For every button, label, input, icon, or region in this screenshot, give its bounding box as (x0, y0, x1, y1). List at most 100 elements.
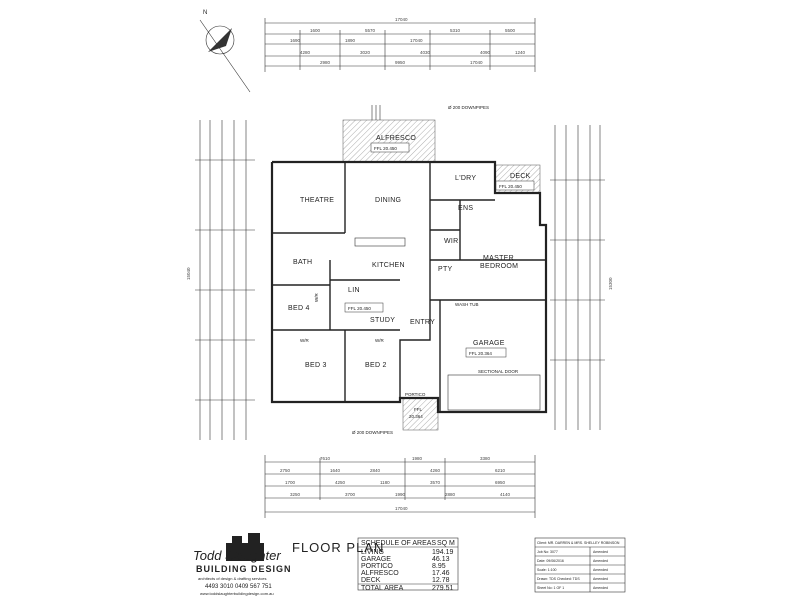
dim-label: 1990 (395, 492, 406, 497)
logo-name-bottom: BUILDING DESIGN (196, 564, 292, 574)
logo-tagline: architects of design & drafting services (198, 576, 266, 581)
dim-bottom-overall: 17040 (395, 506, 408, 511)
dim-label: 2750 (280, 468, 291, 473)
floor-plan-title: FLOOR PLAN (292, 540, 384, 555)
logo-web: www.toddslaughterbuildingdesign.com.au (200, 591, 274, 596)
portico-area (402, 397, 439, 431)
note-downpipe-top: Ø 200 DOWNPIPES (448, 105, 489, 110)
room-labels: ALFRESCO FFL 20.450 THEATRE DINING L'DRY… (288, 135, 535, 419)
logo-name-top: Todd Slaughter (193, 548, 281, 563)
interior-walls (272, 162, 546, 412)
title-block-text: Client: MR. DARREN & MRS. SHELLEY ROBINS… (537, 541, 620, 545)
schedule-value: 46.13 (432, 556, 450, 563)
dim-label: 6950 (495, 480, 506, 485)
dim-label: 3020 (360, 50, 371, 55)
room-lin: LIN (348, 287, 360, 294)
schedule-of-areas: SCHEDULE OF AREAS SQ M LIVING 194.19 GAR… (357, 537, 459, 592)
dim-label: 1240 (515, 50, 526, 55)
dim-label: 4260 (430, 468, 441, 473)
kitchen-bench (354, 237, 406, 247)
title-block-text: Amended (593, 559, 608, 563)
dim-label: 4030 (420, 50, 431, 55)
dim-label: 1600 (310, 28, 321, 33)
room-wr-bed3: W/R (300, 338, 309, 343)
room-portico: PORTICO (405, 392, 426, 397)
schedule-title: SCHEDULE OF AREAS (361, 540, 436, 547)
dim-label: 2880 (445, 492, 456, 497)
dim-label: 17040 (470, 60, 483, 65)
ffl-alfresco: FFL 20.450 (374, 146, 397, 151)
title-block-text: Drawn: TDS Checked: TDS (537, 577, 580, 581)
schedule-label: ALFRESCO (361, 570, 399, 577)
room-theatre: THEATRE (300, 197, 334, 204)
dim-label: 4280 (300, 50, 311, 55)
schedule-total-value: 279.51 (432, 585, 454, 592)
ffl-deck: FFL 20.450 (499, 184, 522, 189)
dim-label: 5500 (505, 28, 516, 33)
room-bed2: BED 2 (365, 362, 387, 369)
room-bed4: BED 4 (288, 305, 310, 312)
schedule-value: 8.95 (432, 563, 446, 570)
dim-label: 3380 (480, 456, 491, 461)
notes: Ø 200 DOWNPIPES Ø 200 DOWNPIPES (352, 105, 489, 435)
title-block-text: Scale: 1:100 (537, 568, 557, 572)
ffl-garage: FFL 20.364 (469, 351, 492, 356)
schedule-unit: SQ M (437, 540, 455, 547)
bottom-dimensions: 7610 1980 3380 2750 1640 2840 4260 6210 … (264, 455, 536, 518)
dim-label: 7610 (320, 456, 331, 461)
room-entry: ENTRY (410, 319, 435, 326)
dim-label: 4250 (335, 480, 346, 485)
sectional-door-outline (447, 374, 541, 411)
dim-label: 3250 (290, 492, 301, 497)
room-master: MASTER (483, 255, 514, 262)
title-block-text: Date: 09/06/2016 (537, 559, 564, 563)
dim-label: 3570 (430, 480, 441, 485)
room-deck: DECK (510, 173, 531, 180)
dim-label: 3700 (345, 492, 356, 497)
room-pty: PTY (438, 266, 453, 273)
schedule-label: DECK (361, 577, 381, 584)
dim-label: 5310 (450, 28, 461, 33)
title-block-text: Sheet No: 1 OF 1 (537, 586, 564, 590)
top-dimensions: 17040 1600 5570 5310 5500 1690 1890 1704… (264, 17, 536, 72)
schedule-total-label: TOTAL AREA (361, 585, 404, 592)
dim-label: 1180 (380, 480, 390, 485)
dim-right-overall: 15300 (608, 277, 613, 290)
room-master-bedroom: BEDROOM (480, 263, 518, 270)
room-garage: GARAGE (473, 340, 505, 347)
dim-label: 1980 (412, 456, 423, 461)
schedule-label: PORTICO (361, 563, 393, 570)
room-study: STUDY (370, 317, 395, 324)
dim-label: 1640 (330, 468, 341, 473)
sectional-door-label: SECTIONAL DOOR (478, 369, 519, 374)
north-arrow-icon: N (199, 10, 251, 93)
room-wir-master: WIR (444, 238, 459, 245)
dim-label: 1700 (285, 480, 296, 485)
title-block-text: Job No: 3077 (537, 550, 558, 554)
title-block-text: Amended (593, 586, 608, 590)
title-block-text: Amended (593, 550, 608, 554)
room-wr-bed2: W/R (375, 338, 384, 343)
north-label: N (203, 10, 207, 16)
schedule-value: 194.19 (432, 549, 454, 556)
schedule-value: 12.78 (432, 577, 450, 584)
dim-label: 17040 (410, 38, 423, 43)
dim-label: 1690 (290, 38, 301, 43)
right-dimensions: 15300 (550, 125, 613, 430)
schedule-label: GARAGE (361, 556, 391, 563)
schedule-label: LIVING (361, 549, 384, 556)
dim-label: 4140 (500, 492, 511, 497)
ffl-portico-b: 20.364 (409, 414, 423, 419)
room-alfresco: ALFRESCO (376, 135, 416, 142)
dim-label: 1890 (345, 38, 356, 43)
schedule-value: 17.46 (432, 570, 450, 577)
dim-top-overall: 17040 (395, 17, 408, 22)
wash-tub-label: WASH TUB (455, 302, 479, 307)
room-dining: DINING (375, 197, 401, 204)
ffl-portico-a: FFL (414, 407, 422, 412)
dim-label: 9950 (395, 60, 406, 65)
dim-left-overall: 15040 (186, 267, 191, 280)
logo-phone: 4493 3010 0409 567 751 (205, 584, 272, 590)
dim-label: 4090 (480, 50, 491, 55)
